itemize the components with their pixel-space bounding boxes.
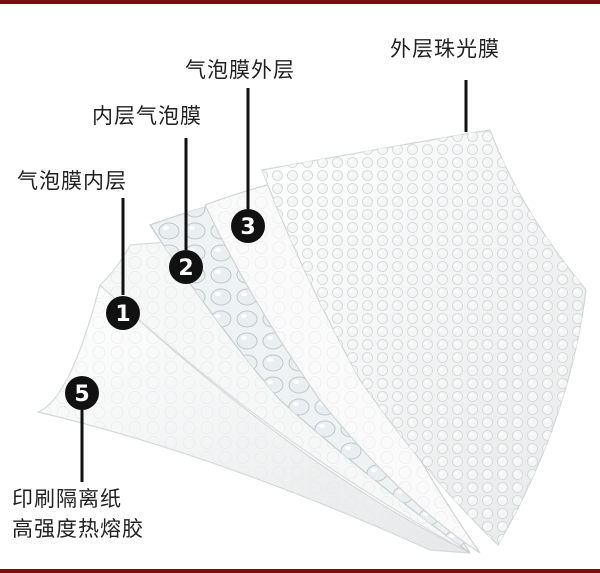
bottom-frame-bar (0, 569, 600, 573)
badge-3: 3 (231, 209, 265, 243)
badge-1: 1 (106, 296, 140, 330)
label-printed-release-paper: 印刷隔离纸 (12, 487, 122, 511)
label-bubble-film-outer: 气泡膜外层 (185, 58, 295, 82)
badge-2-text: 2 (178, 256, 193, 281)
badge-5: 5 (65, 376, 99, 410)
label-bubble-film-inner: 气泡膜内层 (17, 169, 127, 193)
label-hot-melt-adhesive: 高强度热熔胶 (12, 517, 144, 541)
badge-2: 2 (169, 250, 203, 284)
label-outer-pearl-film: 外层珠光膜 (390, 37, 500, 61)
badge-5-text: 5 (74, 382, 89, 407)
badge-1-text: 1 (115, 302, 130, 327)
badge-3-text: 3 (240, 215, 255, 240)
top-frame-bar (0, 0, 600, 4)
label-inner-bubble-film: 内层气泡膜 (92, 104, 202, 128)
